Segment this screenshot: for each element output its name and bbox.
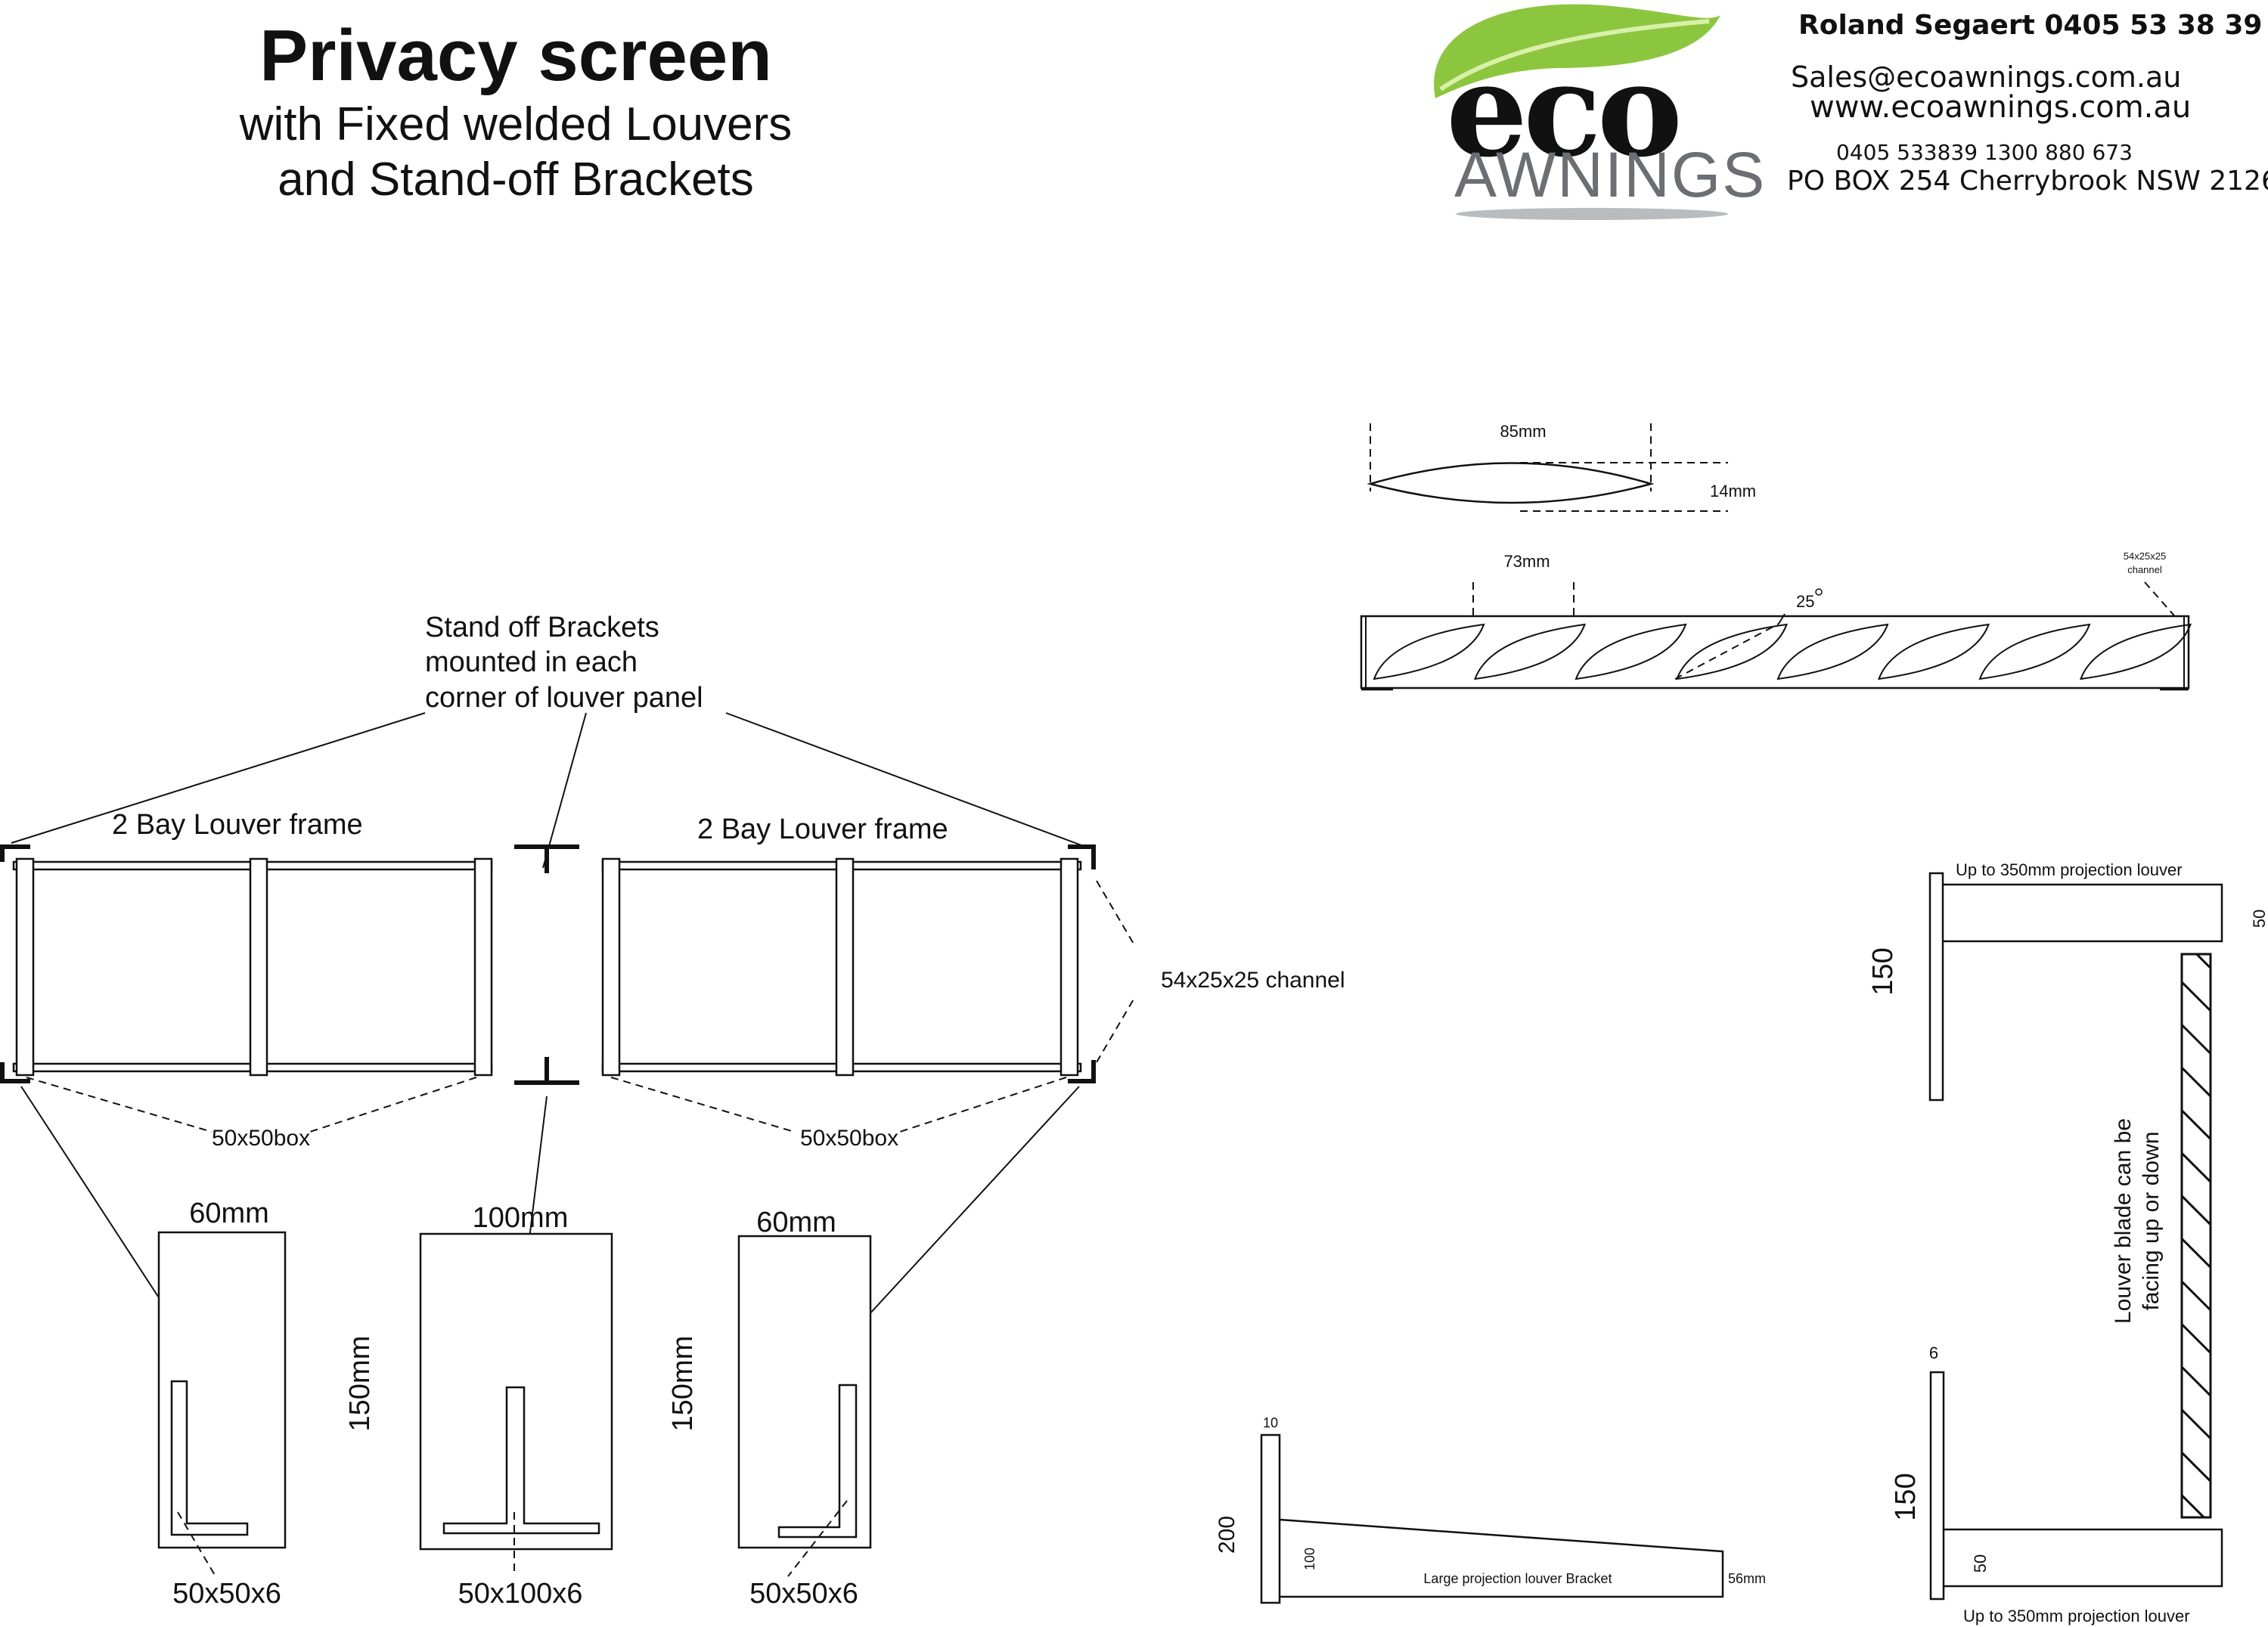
bracket-detail-right: 60mm 50x50x6 <box>737 1207 872 1610</box>
page-title: Privacy screen <box>259 15 772 96</box>
title-block: Privacy screen with Fixed welded Louvers… <box>239 15 793 206</box>
louver-blade <box>1978 623 2091 680</box>
bottom-bracket-label: Up to 350mm projection louver <box>1963 1607 2190 1625</box>
louver-blades <box>1373 623 2192 680</box>
detail-left-width: 60mm <box>189 1198 269 1229</box>
box-label-left: 50x50box <box>212 1126 310 1151</box>
blade-orientation-note-1: Louver blade can be <box>2111 1118 2136 1324</box>
blade-width-label: 85mm <box>1500 422 1546 441</box>
contact-address: PO BOX 254 Cherrybrook NSW 2126 <box>1787 166 2268 197</box>
large-projection-bracket: 10 200 100 Large projection louver Brack… <box>1215 1415 1766 1604</box>
louver-blade-section: Louver blade can be facing up or down <box>2111 953 2212 1519</box>
stand-off-callout: Stand off Brackets mounted in each corne… <box>11 612 1082 869</box>
left-frame-label: 2 Bay Louver frame <box>112 809 363 841</box>
louver-blade <box>1373 623 1485 680</box>
louver-blade <box>1776 623 1889 680</box>
plate-thickness-label: 10 <box>1263 1415 1278 1430</box>
right-louver-frame: 2 Bay Louver frame <box>601 814 1096 1083</box>
bracket-detail-center: 100mm 50x100x6 <box>419 1202 613 1610</box>
contact-email: Sales@ecoawnings.com.au <box>1791 60 2181 94</box>
louver-blade <box>1575 623 1687 680</box>
side-bracket-top: Up to 350mm projection louver 150 50 <box>1867 860 2268 1102</box>
louver-blade <box>2079 623 2192 680</box>
louver-assembly: 73mm 25 54x25x25 channel <box>1360 550 2192 691</box>
callout-line-2: mounted in each <box>425 646 638 678</box>
bottom-bracket-thickness-label: 6 <box>1929 1343 1938 1362</box>
louver-blade <box>1675 623 1789 680</box>
right-frame-label: 2 Bay Louver frame <box>697 814 948 845</box>
blade-angle-label: 25 <box>1796 592 1814 611</box>
subtitle-line-2: and Stand-off Brackets <box>278 153 754 206</box>
detail-left-section: 50x50x6 <box>172 1578 281 1610</box>
frame-annotations: 54x25x25 channel 50x50box 50x50box <box>26 880 1345 1151</box>
blade-profile: 85mm 14mm <box>1367 422 1756 512</box>
top-bracket-height-label: 150 <box>1867 947 1899 995</box>
channel-label: 54x25x25 channel <box>1161 968 1345 993</box>
assembly-channel-line-2: channel <box>2127 564 2162 575</box>
center-standoff-brackets <box>514 844 579 1085</box>
assembly-channel-line-1: 54x25x25 <box>2124 550 2166 562</box>
plate-height-label: 200 <box>1215 1516 1239 1554</box>
large-bracket-label: Large projection louver Bracket <box>1423 1571 1612 1586</box>
side-bracket-bottom: 6 150 50 Up to 350mm projection louver <box>1890 1343 2223 1625</box>
contact-block: Roland Segaert 0405 53 38 39 Sales@ecoaw… <box>1787 10 2268 197</box>
box-label-right: 50x50box <box>800 1126 898 1151</box>
bracket-detail-left: 60mm 50x50x6 <box>157 1198 287 1610</box>
contact-phones: 0405 533839 1300 880 673 <box>1836 140 2133 165</box>
detail-center-width: 100mm <box>473 1202 569 1234</box>
louver-blade <box>1877 623 1990 680</box>
left-louver-frame: 2 Bay Louver frame <box>0 809 493 1083</box>
top-bracket-label: Up to 350mm projection louver <box>1956 860 2183 879</box>
logo-word-eco: eco <box>1446 35 1678 186</box>
arm-height-label: 100 <box>1302 1548 1317 1570</box>
eco-awnings-logo: eco AWNINGS <box>1434 4 1766 220</box>
detail-center-section: 50x100x6 <box>458 1578 583 1610</box>
detail-right-width: 60mm <box>756 1207 836 1238</box>
subtitle-line-1: with Fixed welded Louvers <box>239 98 793 150</box>
callout-line-1: Stand off Brackets <box>425 612 659 643</box>
large-bracket-tip-label: 56mm <box>1728 1571 1766 1586</box>
logo-word-awnings: AWNINGS <box>1454 139 1766 210</box>
leaf-vein <box>1439 19 1710 91</box>
bottom-bracket-arm-label: 50 <box>1971 1554 1990 1573</box>
contact-website: www.ecoawnings.com.au <box>1810 90 2191 125</box>
blade-spacing-label: 73mm <box>1503 552 1550 571</box>
contact-name-phone: Roland Segaert 0405 53 38 39 <box>1798 10 2262 41</box>
louver-blade <box>1473 623 1587 680</box>
logo-shadow <box>1456 208 1728 220</box>
detail-height-b: 150mm <box>667 1336 699 1432</box>
detail-right-section: 50x50x6 <box>749 1578 858 1610</box>
blade-thickness-label: 14mm <box>1710 482 1756 500</box>
blade-orientation-note-2: facing up or down <box>2139 1132 2164 1311</box>
detail-height-a: 150mm <box>344 1336 376 1432</box>
callout-line-3: corner of louver panel <box>425 682 703 714</box>
bottom-bracket-height-label: 150 <box>1890 1473 1922 1520</box>
top-bracket-arm-label: 50 <box>2250 910 2268 928</box>
